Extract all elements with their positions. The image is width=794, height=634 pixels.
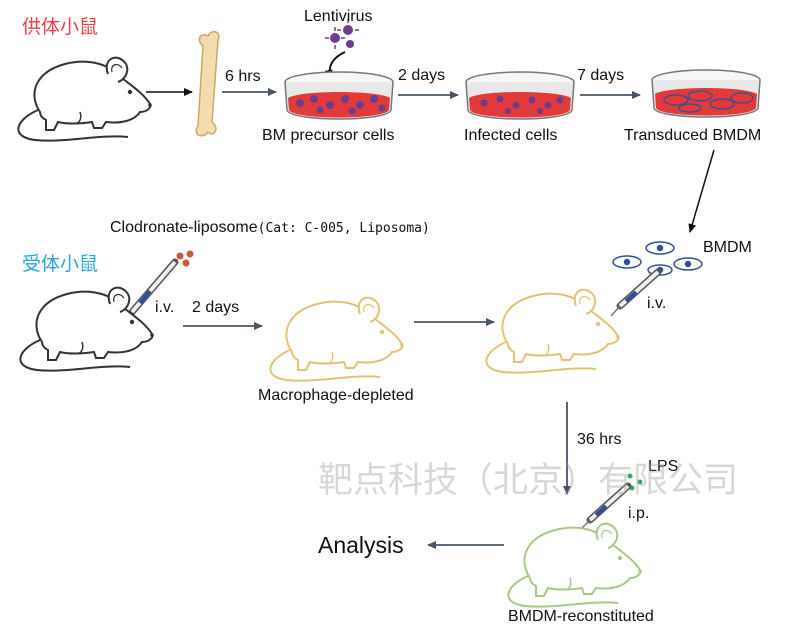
clodronate-name: Clodronate-liposome xyxy=(110,219,258,236)
depleted-mouse xyxy=(269,296,405,382)
bone-icon xyxy=(195,30,220,137)
clodronate-label: Clodronate-liposome(Cat: C-005, Liposoma… xyxy=(110,220,430,236)
recipient-mouse xyxy=(19,286,155,372)
syringe-right-icon xyxy=(610,268,662,317)
catalog-info: (Cat: C-005, Liposoma) xyxy=(257,221,430,236)
dish-infected-label: Infected cells xyxy=(464,127,558,144)
dish-bm-precursor xyxy=(284,71,394,120)
bmdm-label: BMDM xyxy=(703,239,752,256)
reconstituted-mouse xyxy=(507,522,643,608)
step-2days-top-label: 2 days xyxy=(398,67,446,84)
syringe-bottom-icon xyxy=(579,482,632,531)
lentivirus-label: Lentivirus xyxy=(304,8,373,25)
recipient-mouse-label: 受体小鼠 xyxy=(22,253,99,275)
lps-label: LPS xyxy=(648,458,679,475)
step-6hrs-label: 6 hrs xyxy=(225,68,261,85)
iv-right-label: i.v. xyxy=(647,295,667,312)
arrow-dish3-to-bmdm xyxy=(688,149,715,233)
analysis-label: Analysis xyxy=(318,532,404,558)
step-36hrs-label: 36 hrs xyxy=(577,431,622,448)
donor-mouse xyxy=(17,56,153,142)
watermark: 靶点科技（北京）有限公司 xyxy=(318,461,739,501)
dish-transduced-label: Transduced BMDM xyxy=(624,127,762,144)
treated-mouse xyxy=(485,288,621,374)
step-2days-mid-label: 2 days xyxy=(192,299,240,316)
reconstituted-label: BMDM-reconstituted xyxy=(508,608,654,625)
liposome-icon xyxy=(176,250,194,267)
donor-mouse-label: 供体小鼠 xyxy=(22,16,99,38)
iv-left-label: i.v. xyxy=(155,299,175,316)
dish-infected xyxy=(465,71,575,120)
lentivirus-icon xyxy=(325,19,359,49)
depleted-label: Macrophage-depleted xyxy=(258,387,414,404)
dish-bm-precursor-label: BM precursor cells xyxy=(262,127,395,144)
dish-transduced-bmdm xyxy=(651,69,761,118)
step-7days-label: 7 days xyxy=(577,67,625,84)
ip-label: i.p. xyxy=(628,505,650,522)
